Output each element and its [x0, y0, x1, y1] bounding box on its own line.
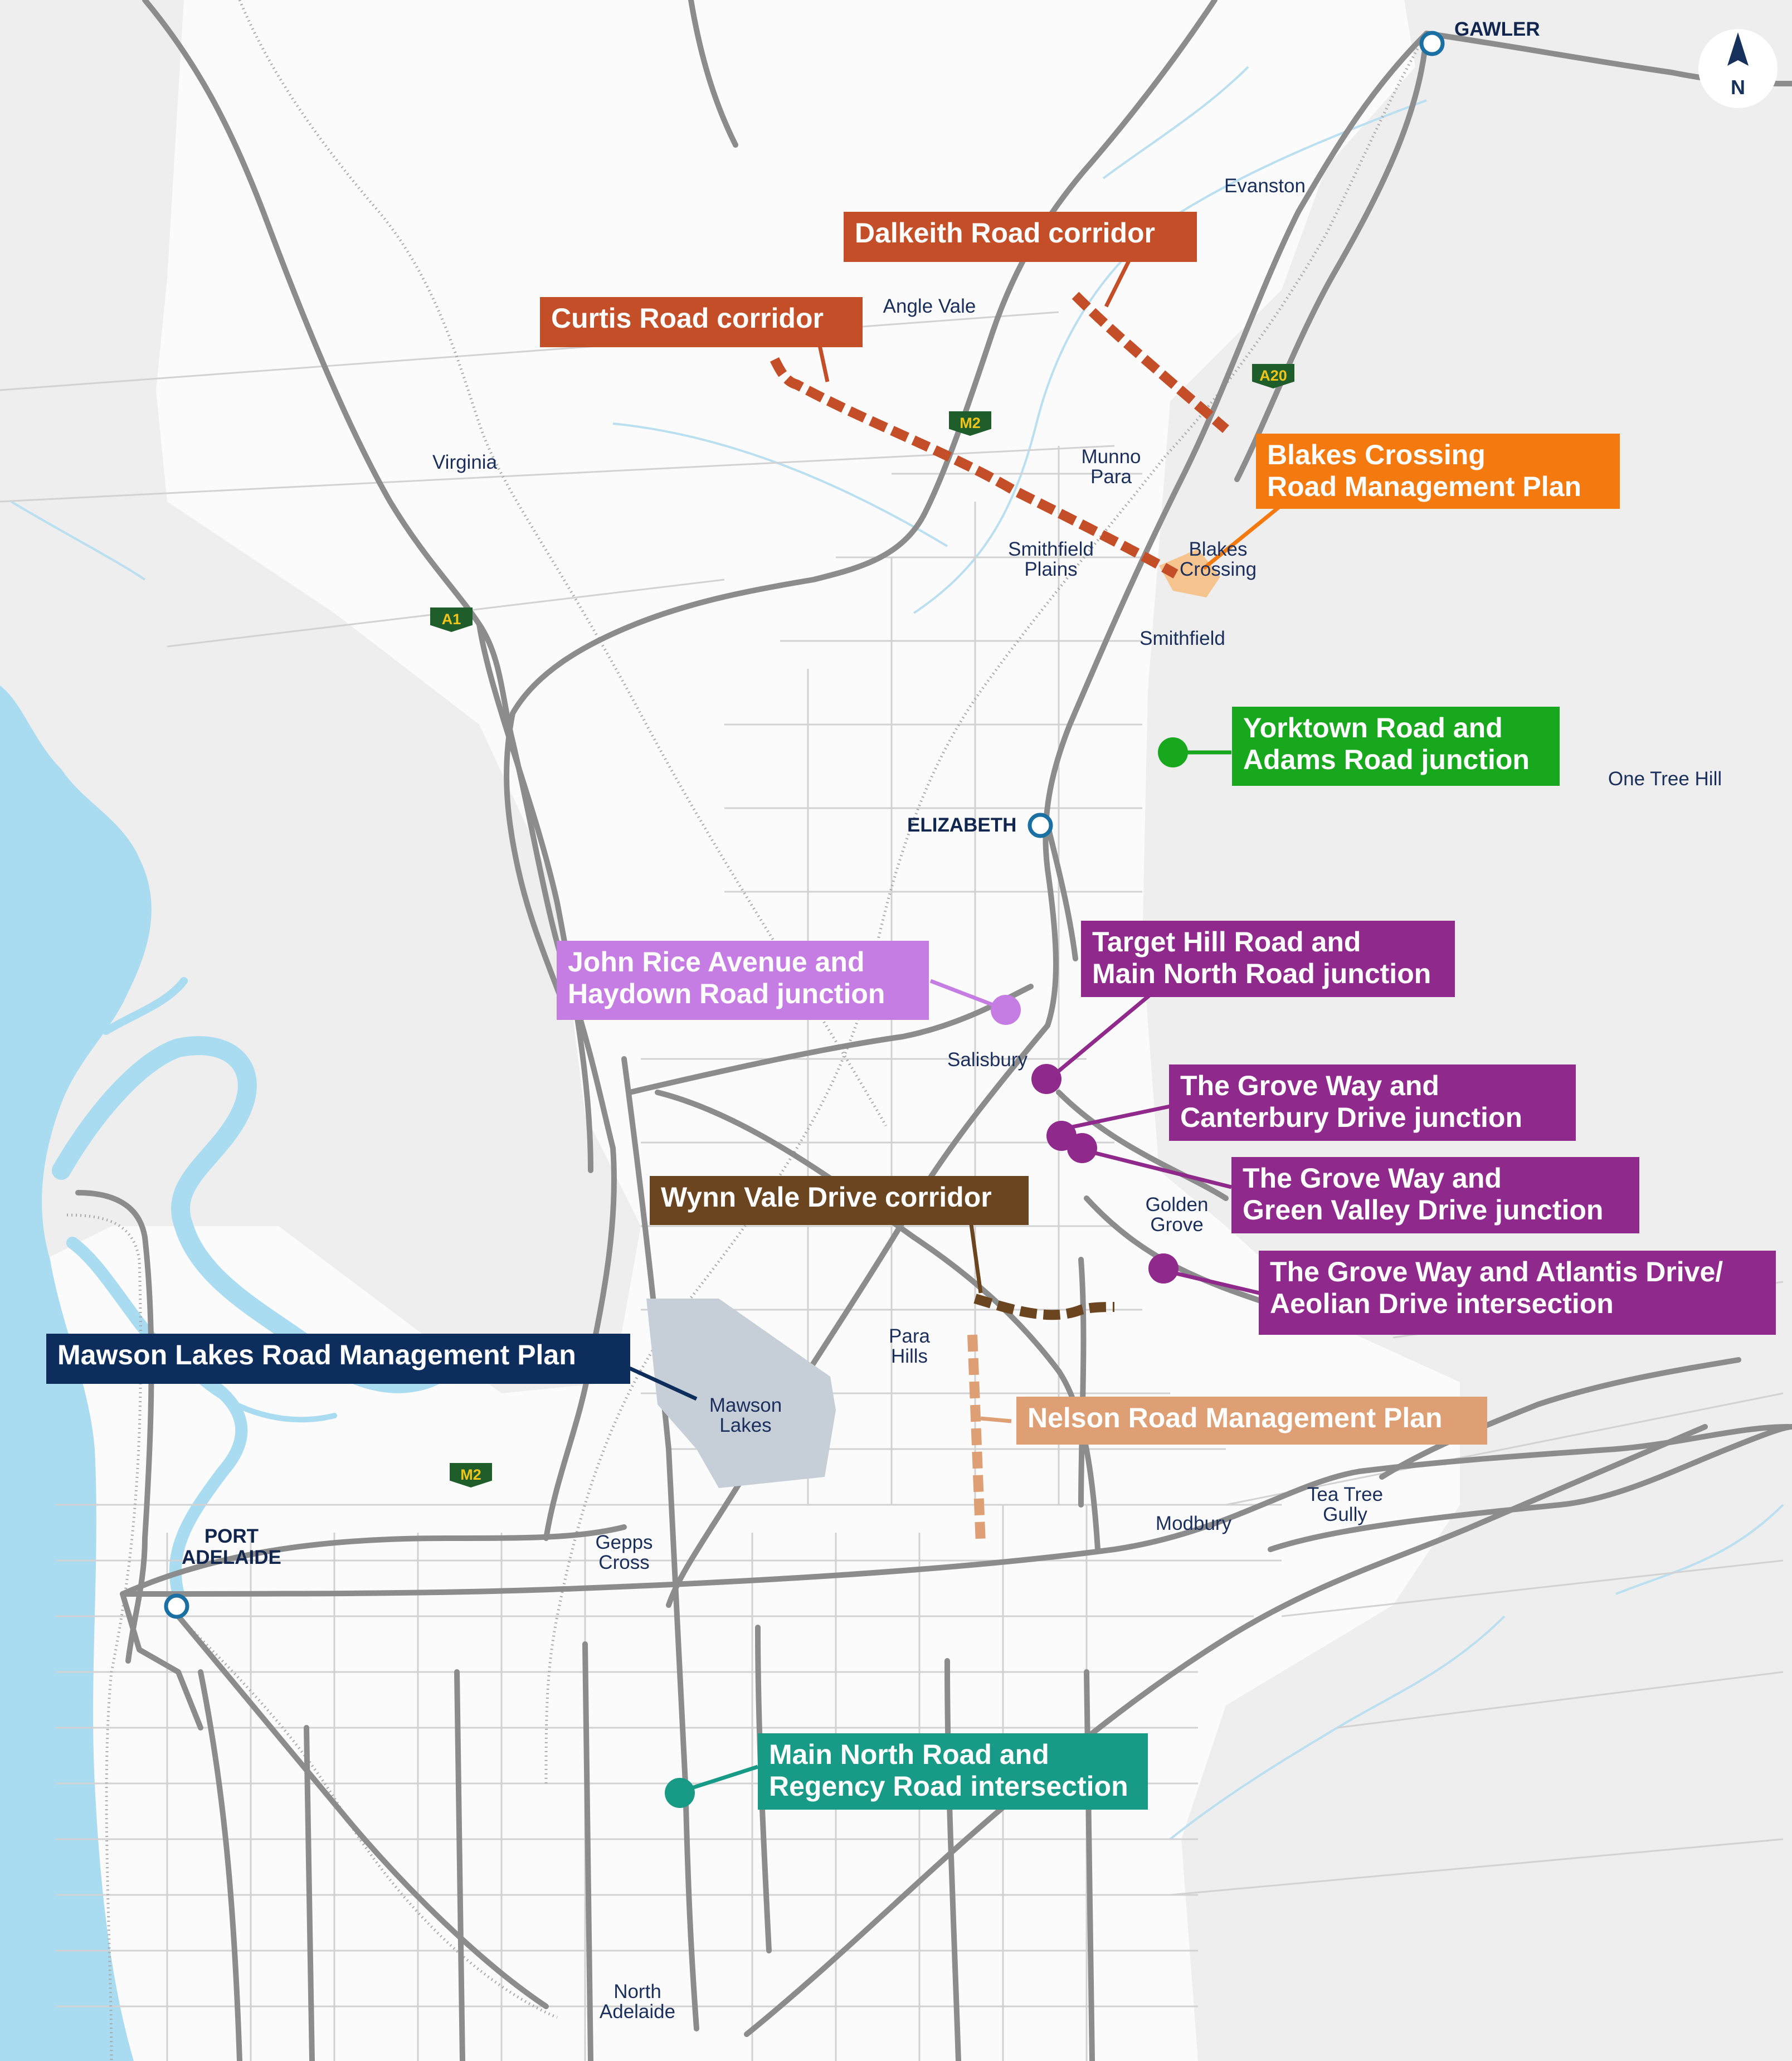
- callout-john-rice-haydown-junction[interactable]: John Rice Avenue and Haydown Road juncti…: [557, 941, 929, 1020]
- callout-line-1: Target Hill Road and: [1092, 926, 1361, 957]
- callout-mawson-lakes-plan[interactable]: Mawson Lakes Road Management Plan: [46, 1334, 630, 1384]
- callout-label: Nelson Road Management Plan: [1028, 1402, 1443, 1433]
- place-label-salisbury: Salisbury: [947, 1049, 1028, 1071]
- place-label-angle-vale: Angle Vale: [883, 295, 976, 317]
- atlantis-intersection-point: [1148, 1253, 1179, 1284]
- callout-label: Wynn Vale Drive corridor: [661, 1182, 992, 1213]
- compass: N: [1698, 29, 1778, 108]
- callout-line-2: Main North Road junction: [1092, 958, 1431, 989]
- callout-line-2: Green Valley Drive junction: [1243, 1194, 1604, 1226]
- place-label-virginia: Virginia: [432, 451, 498, 473]
- project-points: [665, 737, 1188, 1808]
- john-rice-junction-point: [991, 995, 1021, 1025]
- callout-line-1: Blakes Crossing: [1267, 439, 1486, 470]
- callout-dalkeith-road-corridor[interactable]: Dalkeith Road corridor: [844, 212, 1197, 262]
- compass-rose: [1698, 29, 1778, 108]
- place-label-modbury: Modbury: [1155, 1513, 1232, 1534]
- town-label-port-adelaide: PORT ADELAIDE: [182, 1525, 281, 1568]
- place-label-smithfield: Smithfield: [1140, 628, 1225, 649]
- callout-line-2: Regency Road intersection: [769, 1771, 1128, 1802]
- wynn-vale-corridor-line: [973, 1294, 1115, 1320]
- callout-line-2: Canterbury Drive junction: [1180, 1102, 1522, 1133]
- callout-wynn-vale-drive-corridor[interactable]: Wynn Vale Drive corridor: [650, 1176, 1029, 1225]
- callout-target-hill-main-north-junction[interactable]: Target Hill Road and Main North Road jun…: [1081, 921, 1455, 997]
- elizabeth-station-icon: [1028, 813, 1053, 838]
- project-corridors: [770, 291, 1229, 1544]
- callout-grove-way-atlantis-intersection[interactable]: The Grove Way and Atlantis Drive/ Aeolia…: [1259, 1251, 1776, 1335]
- callout-label: Mawson Lakes Road Management Plan: [57, 1339, 576, 1370]
- callout-line-2: Haydown Road junction: [568, 978, 885, 1009]
- town-label-gawler: GAWLER: [1454, 18, 1540, 40]
- compass-north-label: N: [1731, 76, 1745, 99]
- yorktown-junction-point: [1158, 737, 1188, 767]
- town-label-elizabeth: ELIZABETH: [907, 814, 1017, 836]
- rail-stations: [164, 31, 1445, 1619]
- callout-label: Dalkeith Road corridor: [855, 217, 1155, 249]
- callout-curtis-road-corridor[interactable]: Curtis Road corridor: [540, 297, 863, 347]
- callout-line-1: John Rice Avenue and: [568, 946, 865, 978]
- callout-yorktown-adams-junction[interactable]: Yorktown Road and Adams Road junction: [1232, 707, 1560, 786]
- callout-line-1: Yorktown Road and: [1243, 712, 1503, 743]
- callout-label: Curtis Road corridor: [551, 303, 824, 334]
- north-arrow-icon: [1727, 32, 1749, 66]
- place-label-evanston: Evanston: [1224, 175, 1306, 197]
- callout-line-2: Road Management Plan: [1267, 471, 1581, 502]
- callout-main-north-regency-intersection[interactable]: Main North Road and Regency Road interse…: [758, 1733, 1148, 1810]
- callout-line-1: The Grove Way and Atlantis Drive/: [1270, 1256, 1723, 1287]
- callout-blakes-crossing-plan[interactable]: Blakes Crossing Road Management Plan: [1256, 434, 1620, 509]
- green-valley-junction-point: [1067, 1133, 1097, 1163]
- mawson-lakes-area: [646, 1299, 836, 1488]
- nelson-road-corridor-line: [967, 1334, 986, 1544]
- callout-grove-way-green-valley-junction[interactable]: The Grove Way and Green Valley Drive jun…: [1231, 1157, 1639, 1233]
- port-adelaide-station-icon: [164, 1593, 189, 1619]
- callout-grove-way-canterbury-junction[interactable]: The Grove Way and Canterbury Drive junct…: [1169, 1064, 1576, 1141]
- gawler-station-icon: [1419, 31, 1445, 56]
- target-hill-junction-point: [1031, 1064, 1061, 1094]
- dalkeith-road-corridor-line: [1072, 291, 1229, 433]
- curtis-road-corridor-line: [770, 357, 1179, 579]
- callout-line-2: Adams Road junction: [1243, 744, 1530, 775]
- regency-intersection-point: [665, 1778, 695, 1808]
- callout-line-1: Main North Road and: [769, 1739, 1049, 1770]
- callout-nelson-road-plan[interactable]: Nelson Road Management Plan: [1016, 1397, 1487, 1445]
- callout-line-1: The Grove Way and: [1243, 1163, 1502, 1194]
- major-roads: [75, 0, 1792, 2061]
- callout-line-1: The Grove Way and: [1180, 1070, 1439, 1101]
- place-label-one-tree-hill: One Tree Hill: [1608, 768, 1722, 790]
- blakes-crossing-area: [1159, 549, 1220, 597]
- callout-line-2: Aeolian Drive intersection: [1270, 1288, 1614, 1319]
